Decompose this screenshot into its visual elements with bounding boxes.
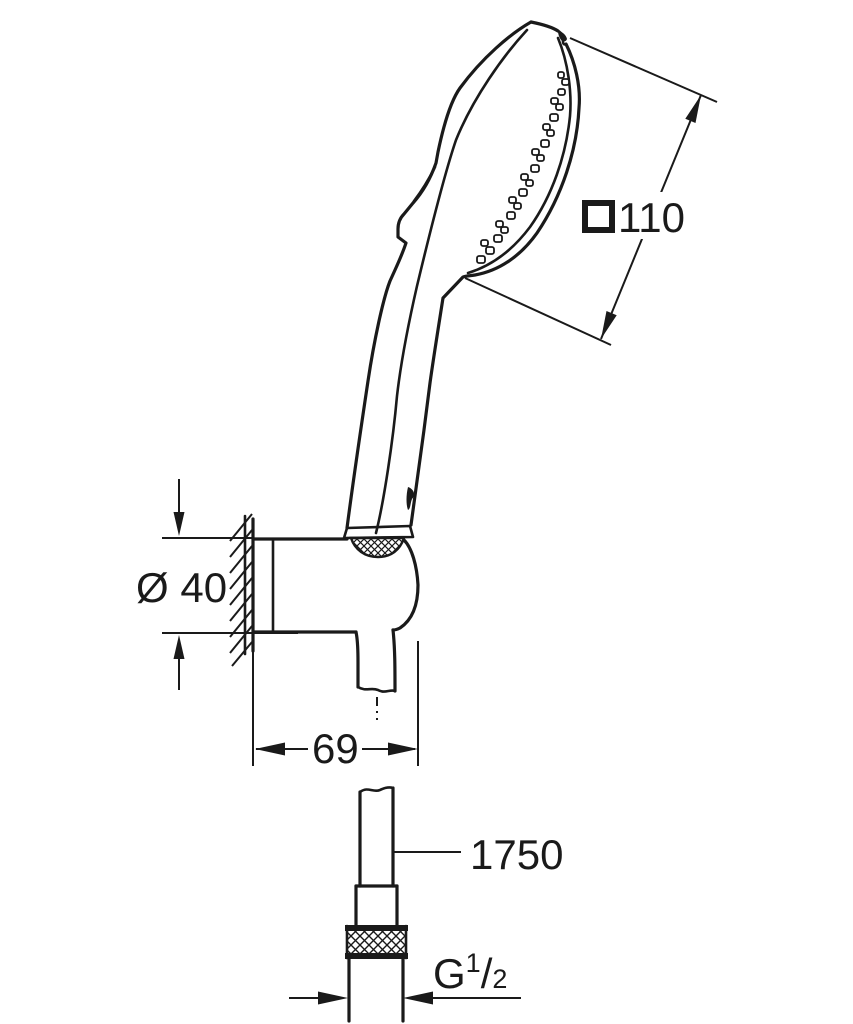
dimension-head-size: 110 bbox=[464, 37, 718, 346]
arrowhead-right-icon bbox=[388, 742, 418, 756]
head-top-edge bbox=[529, 20, 560, 33]
head-top-notch-fill bbox=[558, 31, 567, 42]
dimension-projection: 69 bbox=[252, 641, 419, 772]
hose-outlet-left bbox=[354, 630, 360, 689]
shower-hose bbox=[345, 786, 408, 1023]
wall-hatching bbox=[229, 513, 253, 667]
projection-label: 69 bbox=[312, 725, 359, 772]
thread-denominator: 2 bbox=[492, 964, 507, 994]
handle-collar bbox=[342, 524, 415, 540]
arrowhead-up-icon bbox=[685, 95, 701, 123]
hose-length-label: 1750 bbox=[470, 831, 563, 878]
holder-diameter-label: Ø 40 bbox=[136, 564, 227, 611]
hose-outlet-right bbox=[391, 628, 397, 693]
head-size-label: 110 bbox=[618, 194, 685, 241]
mode-button-crease bbox=[412, 165, 437, 203]
arrowhead-left-icon bbox=[403, 991, 433, 1005]
arrowhead-right-icon bbox=[318, 991, 348, 1005]
head-facet-line bbox=[374, 28, 529, 535]
ext-line-top bbox=[569, 37, 718, 103]
cone-nut-knurl bbox=[349, 536, 406, 559]
hose-break-upper bbox=[356, 685, 397, 693]
thread-label: G1/2 bbox=[433, 948, 507, 997]
spray-nozzles-icon bbox=[476, 71, 570, 264]
thread-numerator: 1 bbox=[466, 948, 481, 978]
holder-round-end bbox=[391, 538, 420, 632]
handle-clip-notch bbox=[406, 487, 415, 510]
arrowhead-down-icon bbox=[173, 512, 185, 536]
dimension-holder-diameter: Ø 40 bbox=[136, 479, 298, 690]
shower-head bbox=[342, 20, 581, 559]
head-face-rim bbox=[466, 36, 572, 275]
hose-nut-sides bbox=[345, 924, 408, 960]
hose-break-lower bbox=[358, 786, 395, 794]
head-back-outline bbox=[345, 20, 533, 530]
thread-slash: / bbox=[481, 950, 493, 997]
ext-line-bottom bbox=[464, 277, 612, 346]
dimension-hose-length: 1750 bbox=[394, 831, 563, 878]
arrowhead-up-icon bbox=[173, 635, 185, 659]
arrowhead-down-icon bbox=[601, 311, 617, 339]
head-face-edge bbox=[409, 42, 581, 527]
hose-nut-knurl bbox=[347, 926, 406, 958]
square-symbol-icon bbox=[582, 200, 615, 233]
thread-prefix: G bbox=[433, 950, 466, 997]
dimension-thread: G1/2 bbox=[289, 948, 521, 1005]
arrowhead-left-icon bbox=[255, 742, 285, 756]
